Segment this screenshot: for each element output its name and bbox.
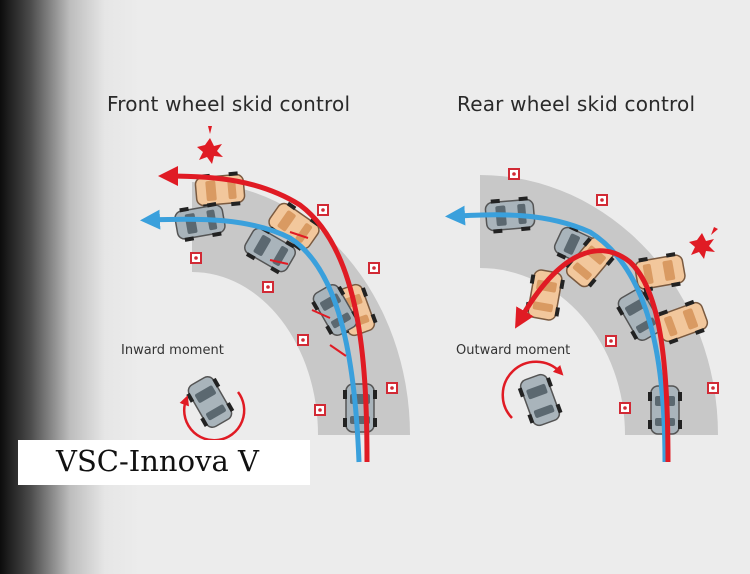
road-marker-icon (314, 404, 326, 416)
road-marker-icon (386, 382, 398, 394)
road-marker-icon (605, 335, 617, 347)
warning-burst-icon (197, 126, 223, 164)
caption-box (18, 440, 310, 485)
inward-moment-icon (179, 371, 246, 442)
road-marker-icon (317, 204, 329, 216)
road-marker-icon (619, 402, 631, 414)
road-marker-icon (297, 334, 309, 346)
road-marker-icon (508, 168, 520, 180)
road-marker-icon (262, 281, 274, 293)
front-skid-arrows (269, 231, 347, 357)
car-icon (515, 370, 565, 430)
caption-text: VSC-Innova V (56, 444, 259, 478)
car-icon (182, 371, 238, 433)
road-marker-icon (190, 252, 202, 264)
road-marker-icon (707, 382, 719, 394)
outward-moment-label: Outward moment (456, 343, 571, 358)
warning-burst-icon (689, 227, 718, 259)
rear-controlled-path (445, 205, 668, 463)
car-icon (342, 383, 378, 433)
outward-moment-icon (501, 360, 565, 430)
rotation-arrow-icon (501, 360, 564, 419)
road-marker-icon (368, 262, 380, 274)
inward-moment-label: Inward moment (121, 343, 224, 358)
rotation-arrow-icon (179, 391, 246, 442)
rear-skid-panel (445, 168, 719, 463)
front-panel-title: Front wheel skid control (107, 92, 351, 116)
front-skid-path (158, 166, 370, 463)
rear-skid-path (515, 248, 671, 463)
front-skid-panel (140, 126, 410, 463)
front-controlled-path (140, 209, 362, 463)
rear-panel-title: Rear wheel skid control (457, 92, 696, 116)
road-marker-icon (596, 194, 608, 206)
